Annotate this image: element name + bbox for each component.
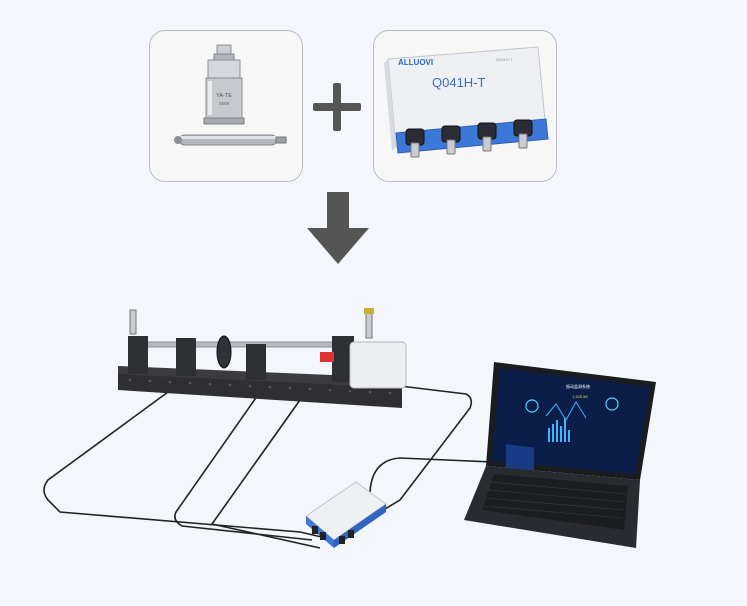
sensor-marking-2: 0809 xyxy=(219,101,230,106)
probe-sensor-icon xyxy=(174,134,287,146)
sensors-panel: YA-TE 0809 xyxy=(149,30,303,182)
laptop-icon: 振动监测系统 1,325.58 xyxy=(464,362,656,548)
daq-model-label: Q041H-T xyxy=(432,75,486,90)
sensors-illustration: YA-TE 0809 xyxy=(174,44,287,146)
laptop-screen-number: 1,325.58 xyxy=(572,394,588,399)
daq-small-label: Q041H-T xyxy=(496,57,513,62)
down-arrow-icon xyxy=(307,192,369,264)
daq-brand-label: ALLUOVI xyxy=(398,58,433,67)
plus-icon-vertical xyxy=(333,83,341,131)
cables xyxy=(43,385,541,549)
daq-panel: ALLUOVI Q041H-T Q041H-T xyxy=(373,30,557,182)
daq-device-icon: ALLUOVI Q041H-T Q041H-T xyxy=(384,46,549,158)
laptop-screen-title: 振动监测系统 xyxy=(566,383,590,389)
daq-unit-small-icon xyxy=(305,481,387,548)
sensor-marking-1: YA-TE xyxy=(216,93,232,99)
daq-illustration: ALLUOVI Q041H-T Q041H-T xyxy=(384,46,549,158)
test-bench-icon xyxy=(118,308,407,408)
accelerometer-icon: YA-TE 0809 xyxy=(203,44,245,125)
